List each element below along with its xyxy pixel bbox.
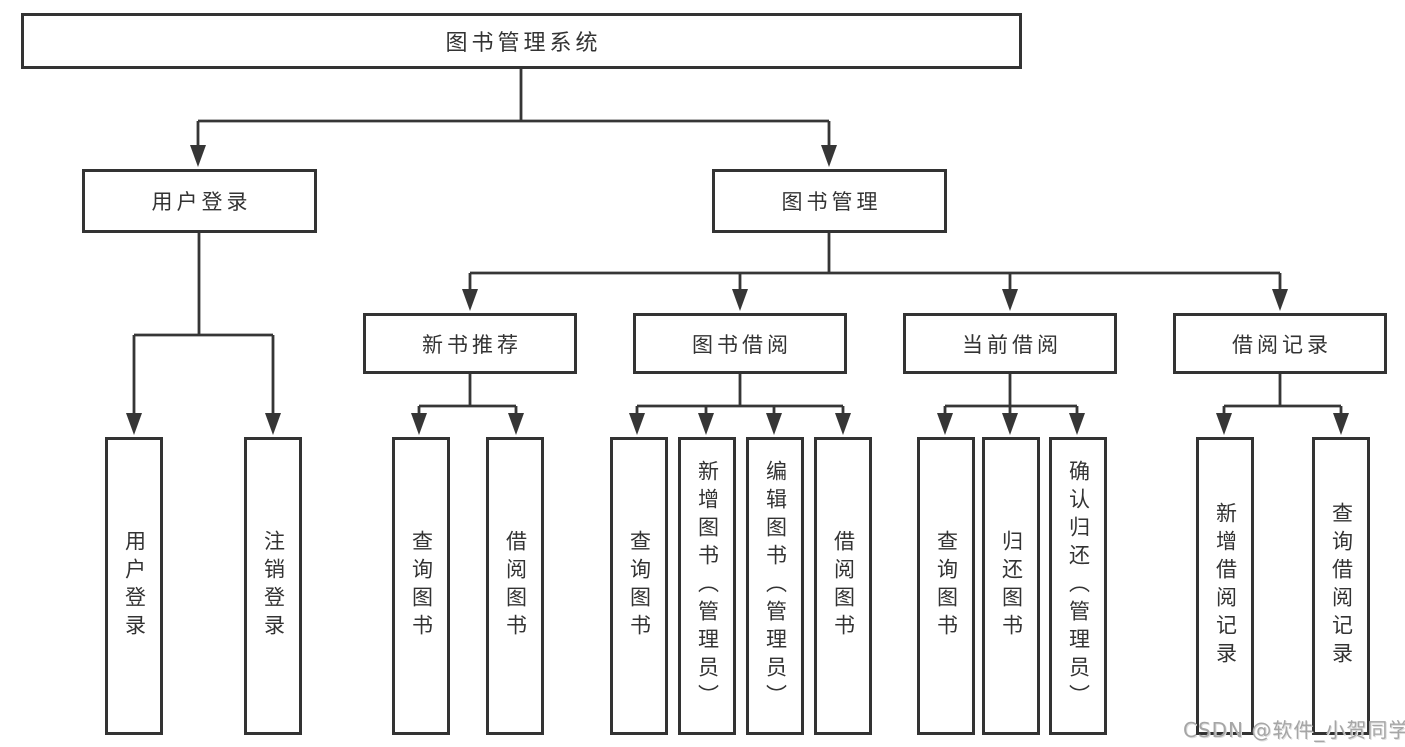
connector-new-book-recommend-subtree (411, 374, 524, 435)
node-label: 用户登录 (122, 530, 147, 642)
node-book-borrow: 图书借阅 (633, 313, 847, 374)
leaf-logout-login: 注销登录 (244, 437, 302, 735)
node-label: 借阅记录 (1232, 332, 1332, 357)
node-new-book-recommend: 新书推荐 (363, 313, 577, 374)
connector-book-borrow-subtree (629, 374, 851, 435)
node-label: 查询借阅记录 (1329, 502, 1354, 670)
node-borrow-records: 借阅记录 (1173, 313, 1387, 374)
node-label: 新增借阅记录 (1213, 502, 1238, 670)
node-label: 新增图书（管理员） (695, 460, 720, 712)
connector-root-to-level2 (190, 69, 837, 167)
node-label: 查询图书 (627, 530, 652, 642)
leaf-borrow-books-2: 借阅图书 (814, 437, 872, 735)
node-label: 当前借阅 (962, 332, 1062, 357)
node-label: 用户登录 (151, 190, 252, 214)
node-user-login: 用户登录 (82, 169, 317, 233)
connector-borrow-records-subtree (1216, 374, 1349, 435)
node-label: 确认归还（管理员） (1066, 460, 1091, 712)
node-label: 借阅图书 (831, 530, 856, 642)
node-label: 图书管理系统 (445, 31, 602, 56)
node-label: 图书借阅 (692, 332, 792, 357)
leaf-user-login: 用户登录 (105, 437, 163, 735)
leaf-edit-book-admin: 编辑图书（管理员） (746, 437, 804, 735)
leaf-add-book-admin: 新增图书（管理员） (678, 437, 736, 735)
leaf-add-borrow-record: 新增借阅记录 (1196, 437, 1254, 735)
node-current-borrow: 当前借阅 (903, 313, 1117, 374)
node-label: 新书推荐 (422, 332, 522, 357)
leaf-borrow-books-recommend: 借阅图书 (486, 437, 544, 735)
connector-current-borrow-subtree (937, 374, 1085, 435)
leaf-query-books-current: 查询图书 (917, 437, 975, 735)
leaf-return-book: 归还图书 (982, 437, 1040, 735)
node-label: 编辑图书（管理员） (763, 460, 788, 712)
csdn-watermark: CSDN @软件_小贺同学 (1183, 718, 1405, 742)
node-label: 注销登录 (261, 530, 286, 642)
leaf-confirm-return-admin: 确认归还（管理员） (1049, 437, 1107, 735)
node-label: 查询图书 (934, 530, 959, 642)
leaf-query-books-recommend: 查询图书 (392, 437, 450, 735)
node-label: 查询图书 (409, 530, 434, 642)
connector-book-management-to-level3 (462, 233, 1288, 311)
node-label: 归还图书 (999, 530, 1024, 642)
node-label: 借阅图书 (503, 530, 528, 642)
connector-user-login-subtree (126, 233, 281, 435)
leaf-query-borrow-record: 查询借阅记录 (1312, 437, 1370, 735)
node-library-management-system: 图书管理系统 (21, 13, 1022, 69)
node-book-management: 图书管理 (712, 169, 947, 233)
node-label: 图书管理 (781, 190, 882, 214)
leaf-query-books-borrow: 查询图书 (610, 437, 668, 735)
